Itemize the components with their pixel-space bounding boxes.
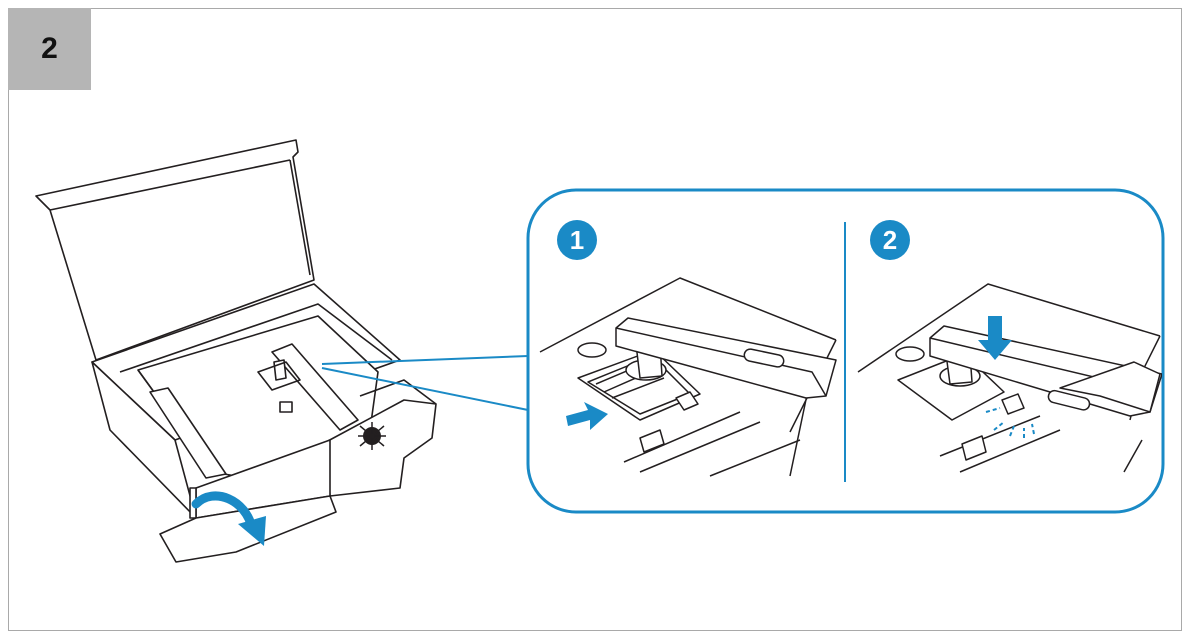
arrow-right-icon bbox=[566, 402, 608, 430]
substep-2-number: 2 bbox=[883, 225, 897, 255]
monitor-back-surface-1 bbox=[539, 277, 837, 353]
vesa-plate bbox=[257, 361, 301, 391]
box-lid-inner-edge bbox=[49, 159, 311, 276]
latch-2 bbox=[1001, 393, 1025, 415]
substep-1-number: 1 bbox=[570, 225, 584, 255]
arrow-down-icon bbox=[978, 316, 1012, 360]
logo-plate-1 bbox=[577, 342, 607, 358]
stand-column bbox=[271, 343, 359, 431]
monitor-box-illustration bbox=[35, 139, 437, 563]
stand-arm-slot-1 bbox=[743, 348, 785, 368]
curved-arrow-icon bbox=[191, 491, 266, 546]
monitor-lower-body-1 bbox=[623, 411, 801, 477]
substep-1-illustration bbox=[539, 277, 837, 477]
foam-top-edge bbox=[359, 379, 437, 405]
box-lid bbox=[35, 139, 315, 361]
substep-2-badge: 2 bbox=[870, 220, 910, 260]
box-left-foam bbox=[149, 387, 227, 479]
stand-arm-edge-1 bbox=[615, 327, 827, 397]
lower-block-2 bbox=[1059, 361, 1161, 413]
callout-leader-line-top bbox=[321, 355, 529, 365]
callout-leader-line-bottom bbox=[321, 367, 529, 411]
box-right-foam bbox=[325, 399, 437, 497]
logo-plate-2 bbox=[895, 346, 925, 362]
step-number-badge: 2 bbox=[8, 8, 91, 90]
monitor-back-surface-2 bbox=[857, 283, 1161, 373]
latch-1 bbox=[675, 391, 699, 411]
stand-slot bbox=[279, 401, 293, 413]
monitor-lower-body-2 bbox=[939, 415, 1061, 473]
click-indicator bbox=[985, 407, 1035, 438]
foam-logo-rays bbox=[358, 422, 386, 450]
substep-1-badge: 1 bbox=[557, 220, 597, 260]
box-inner-tray bbox=[119, 303, 393, 373]
cable-port-2 bbox=[961, 435, 987, 461]
cable-port-1 bbox=[639, 429, 665, 453]
vesa-mount-plate-2 bbox=[897, 353, 1005, 421]
stand-arm-slot-2 bbox=[1047, 389, 1091, 411]
